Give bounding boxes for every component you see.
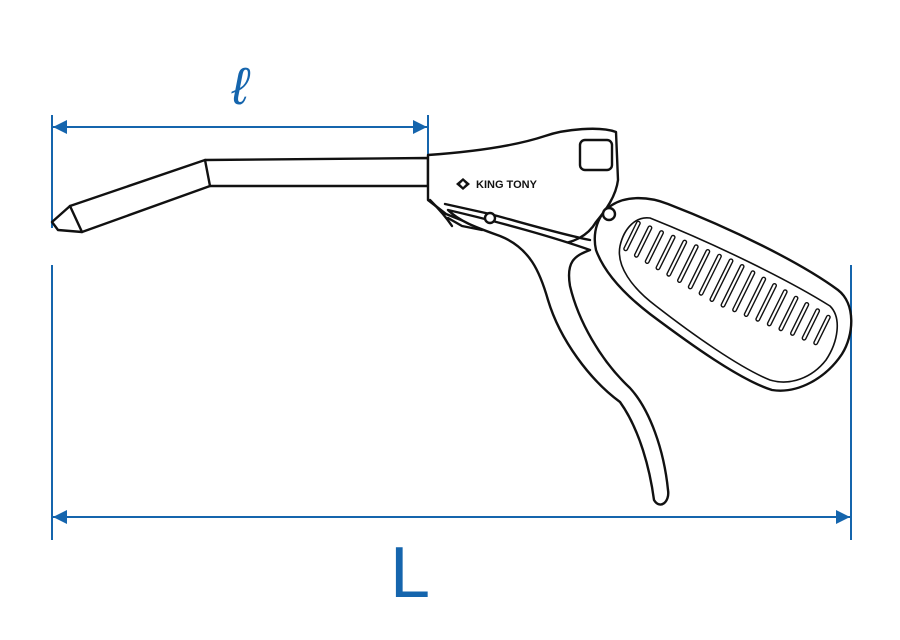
grip-rib-inner	[635, 226, 652, 257]
grip-rib-inner	[721, 265, 744, 307]
grip-rib-inner	[768, 290, 787, 325]
grip-rib-inner	[624, 222, 640, 250]
grip-inner-outline	[618, 217, 838, 383]
king-tony-logo-icon	[456, 178, 470, 190]
grip-screw	[601, 206, 617, 222]
grip-rib-inner	[710, 259, 733, 301]
grip-rib-inner	[791, 303, 808, 335]
grip-rib-inner	[689, 250, 709, 288]
nozzle-tip-line	[68, 204, 84, 234]
trigger-guard-edge	[446, 216, 484, 232]
dimension-short	[51, 115, 429, 228]
body-window	[578, 138, 614, 172]
dimension-short-label: ℓ	[231, 58, 251, 116]
nozzle-bend-line	[203, 158, 212, 188]
grip-rib-inner	[646, 231, 663, 263]
dimension-total-label: L	[390, 533, 430, 613]
grip-rib-inner	[756, 284, 776, 321]
blow-gun	[50, 127, 853, 506]
grip	[593, 196, 853, 392]
grip-rib-inner	[699, 255, 721, 295]
brand-logo: KING TONY	[456, 178, 538, 191]
grip-rib-inner	[802, 309, 819, 340]
grip-rib-inner	[656, 236, 675, 269]
grip-rib-inner	[814, 316, 830, 344]
grip-rib-inner	[667, 241, 686, 276]
trigger-pivot	[483, 211, 497, 225]
body-lower-edge	[428, 198, 454, 228]
grip-rib-inner	[745, 278, 765, 316]
grip-ribs	[623, 220, 831, 346]
brand-name: KING TONY	[476, 179, 538, 191]
trigger	[446, 208, 670, 506]
grip-rib-inner	[678, 245, 698, 282]
grip-rib-inner	[733, 271, 755, 311]
grip-rib-inner	[779, 297, 798, 330]
nozzle	[50, 156, 430, 234]
